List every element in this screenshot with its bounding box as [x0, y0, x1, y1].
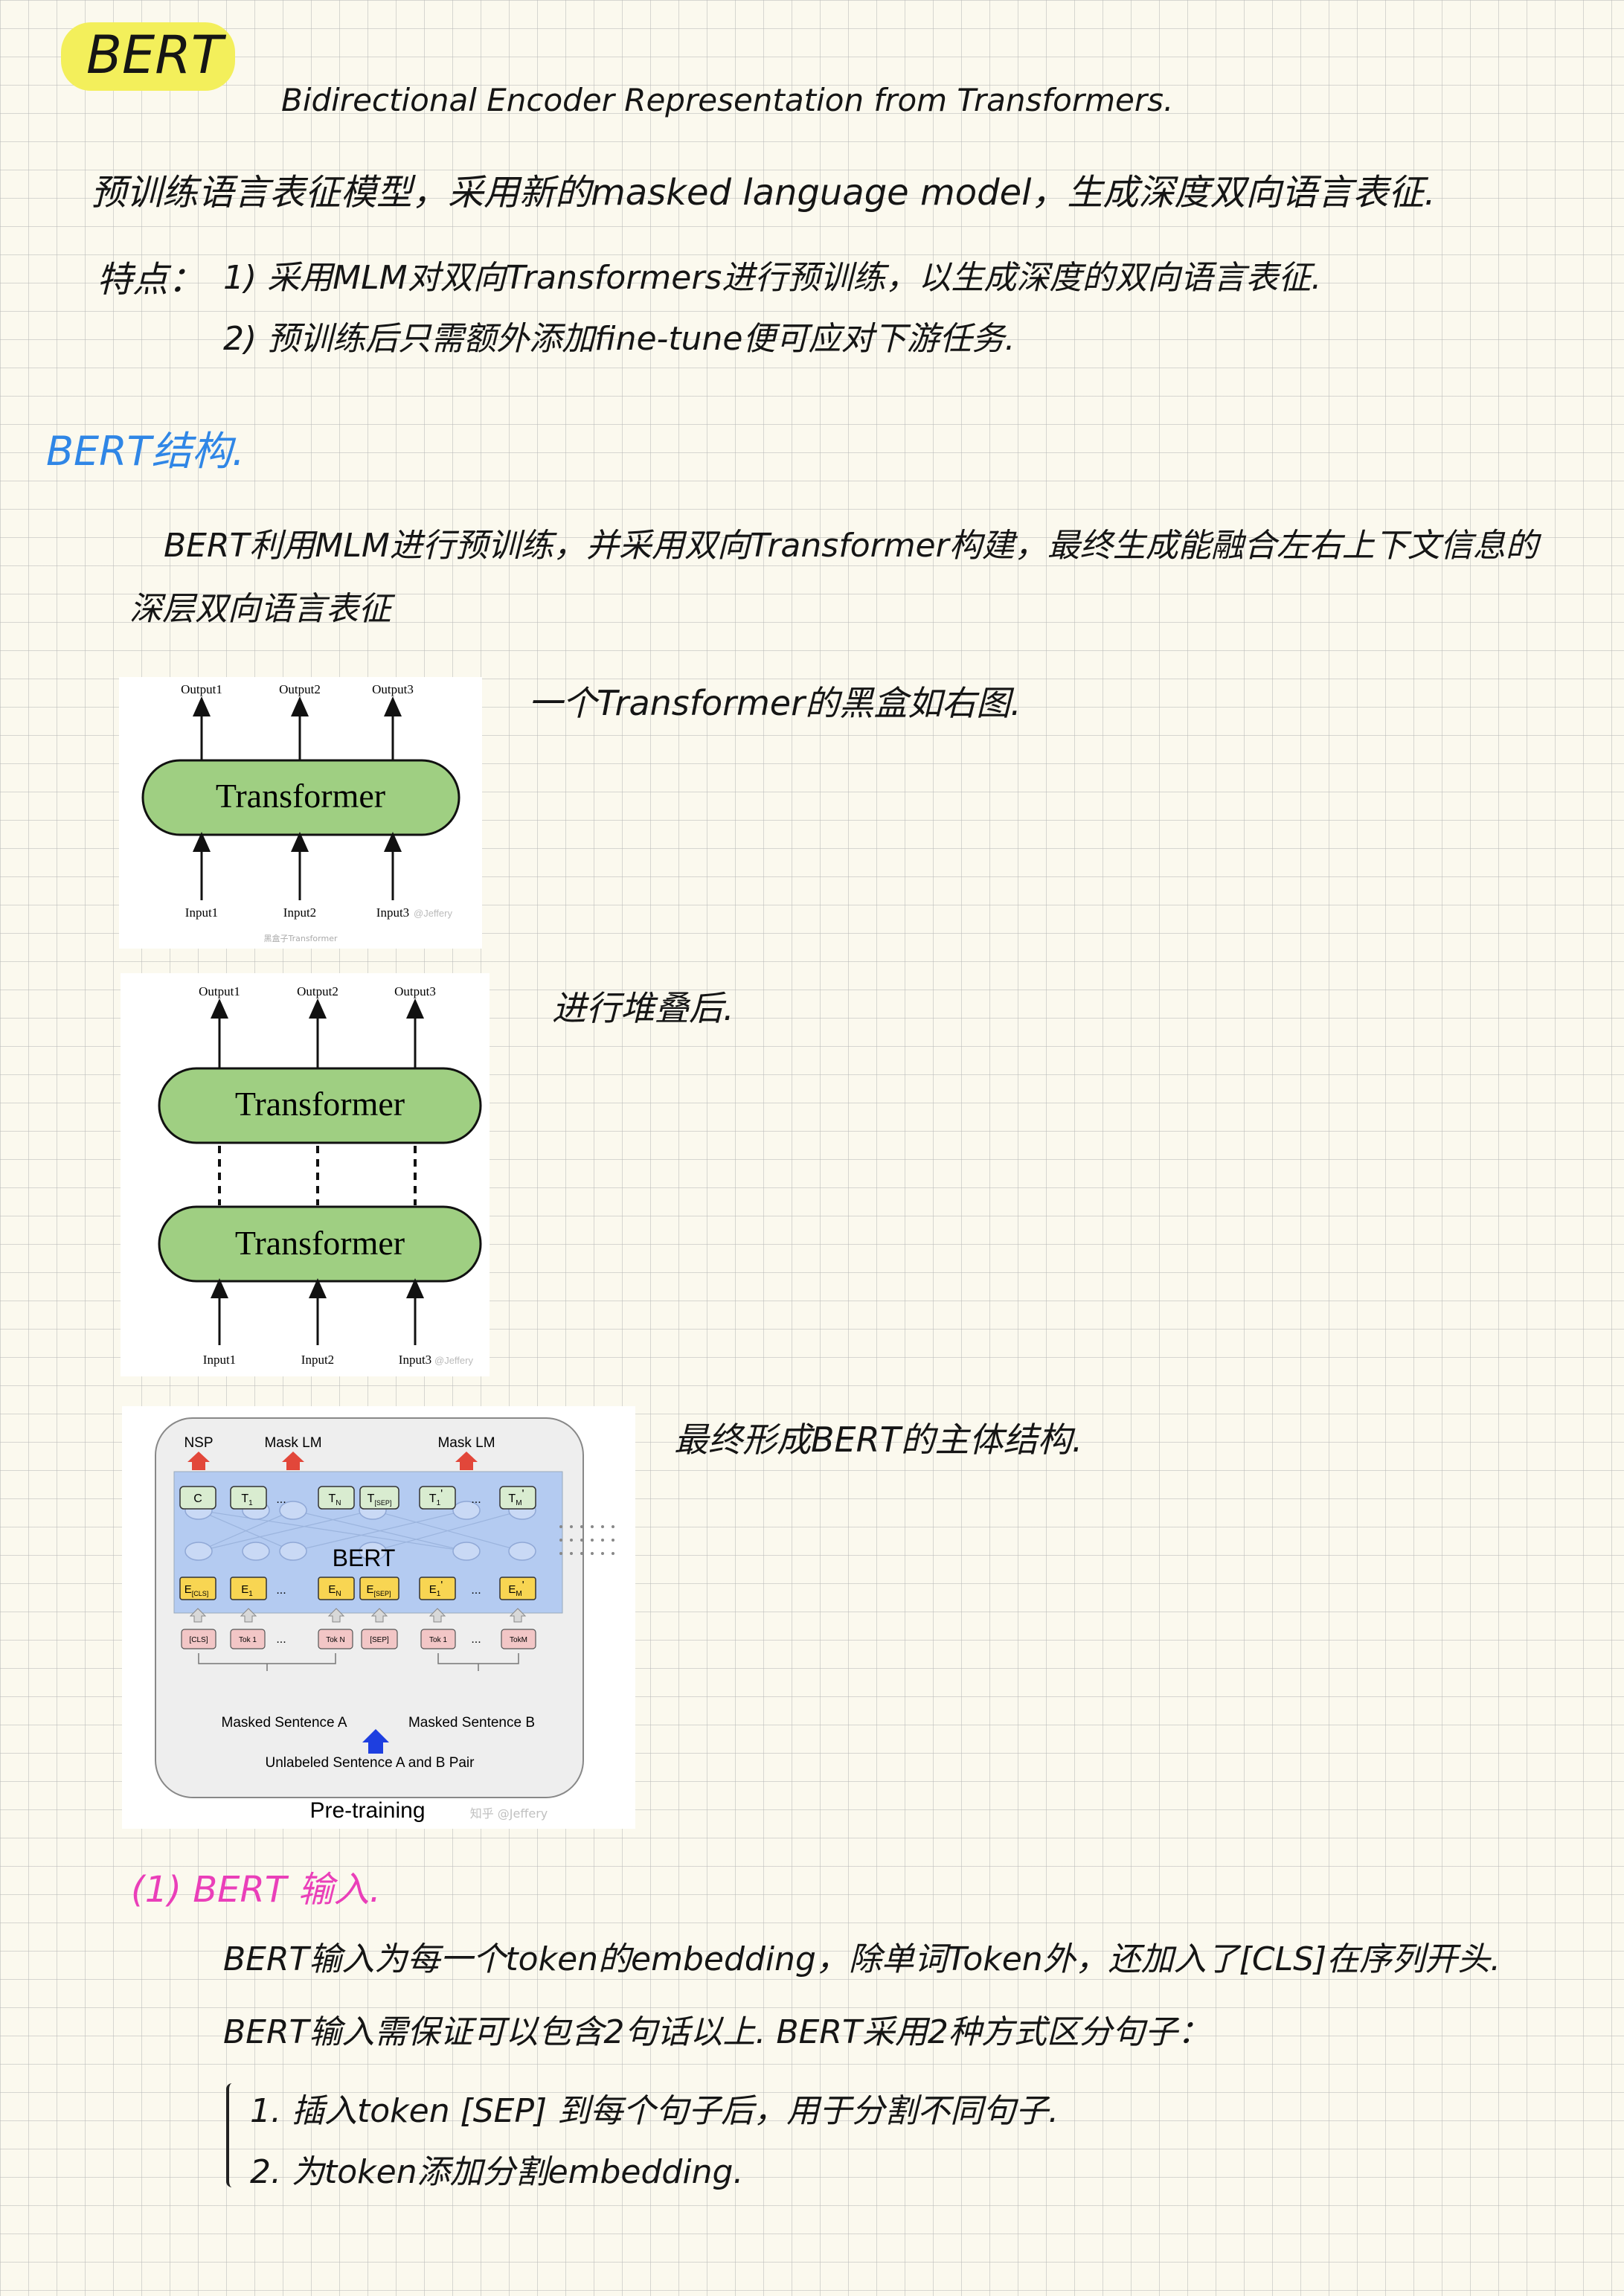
output-ellipsis-1: ...	[276, 1493, 286, 1506]
pair-arrow	[362, 1729, 389, 1754]
embedding-ellipsis-2: ...	[471, 1584, 481, 1597]
masked-sentence-b: Masked Sentence B	[408, 1715, 535, 1731]
feature-1: 1) 采用MLM对双向Transformers进行预训练，以生成深度的双向语言表…	[223, 259, 1322, 297]
features-label: 特点：	[97, 259, 205, 301]
structure-heading: BERT结构.	[46, 428, 245, 475]
mask-lm-label-1: Mask LM	[264, 1435, 321, 1451]
input-list-item-2: 2. 为token添加分割embedding.	[250, 2153, 744, 2191]
fig1-input-1: Input1	[185, 905, 218, 920]
svg-text:C: C	[193, 1492, 202, 1505]
title-highlight	[61, 22, 235, 91]
structure-paragraph-line1: BERT利用MLM进行预训练，并采用双向Transformer构建，最终生成能融…	[164, 527, 1538, 565]
output-ellipsis-2: ...	[471, 1493, 481, 1506]
sentence-pair-label: Unlabeled Sentence A and B Pair	[266, 1755, 475, 1771]
pretraining-footer: Pre-training	[309, 1798, 425, 1823]
fig1-output-3: Output3	[372, 682, 414, 696]
page-subtitle: Bidirectional Encoder Representation fro…	[281, 82, 1174, 118]
sentence-b-bracket	[437, 1653, 519, 1671]
fig2-output-2: Output2	[297, 984, 338, 998]
fig1-input-3: Input3	[376, 905, 409, 920]
stacked-transformer-note: 进行堆叠后.	[552, 988, 734, 1028]
svg-text:Tok 1: Tok 1	[239, 1636, 257, 1644]
fig3-watermark: 知乎 @Jeffery	[470, 1806, 548, 1821]
fig2-output-3: Output3	[394, 984, 436, 998]
fig2-input-2: Input2	[301, 1353, 334, 1367]
single-transformer-note: 一个Transformer的黑盒如右图.	[528, 683, 1021, 723]
input-token-labels: [CLS] Tok 1 Tok N [SEP] Tok 1 TokM	[189, 1636, 527, 1644]
svg-text:Tok N: Tok N	[326, 1636, 345, 1644]
embedding-ellipsis-1: ...	[276, 1584, 286, 1597]
page-title: BERT	[86, 25, 223, 86]
input-ellipsis-2: ...	[471, 1633, 481, 1646]
single-transformer-figure: Output1 Output2 Output3 Transformer Inpu…	[119, 677, 482, 949]
fig2-bottom-transformer-label: Transformer	[235, 1224, 405, 1262]
fig2-input-3: Input3	[399, 1353, 431, 1367]
stacked-transformer-figure: Output1 Output2 Output3 Transformer Tran…	[121, 973, 490, 1376]
svg-text:[CLS]: [CLS]	[189, 1636, 208, 1644]
list-brace	[226, 2083, 240, 2187]
continuation-dots	[559, 1525, 614, 1555]
mask-lm-label-2: Mask LM	[437, 1435, 495, 1451]
fig2-input-1: Input1	[203, 1353, 236, 1367]
input-list-item-1: 1. 插入token [SEP] 到每个句子后，用于分割不同句子.	[250, 2092, 1059, 2130]
input-section-heading: (1) BERT 输入.	[131, 1869, 381, 1911]
bert-network-lines	[198, 1510, 523, 1552]
fig1-transformer-label: Transformer	[216, 777, 385, 815]
input-line-2: BERT输入需保证可以包含2句话以上. BERT采用2种方式区分句子：	[223, 2013, 1210, 2051]
feature-2: 2) 预训练后只需额外添加fine-tune便可应对下游任务.	[223, 320, 1015, 358]
fig1-caption: 黑盒子Transformer	[263, 933, 337, 943]
input-token-row	[181, 1629, 536, 1649]
svg-text:TokM: TokM	[510, 1636, 527, 1644]
sentence-a-bracket	[198, 1653, 336, 1671]
fig1-output-1: Output1	[181, 682, 222, 696]
input-to-embedding-arrows	[189, 1608, 527, 1623]
mask-lm-arrow-1	[282, 1452, 304, 1470]
nsp-label: NSP	[184, 1435, 213, 1451]
fig1-watermark: @Jeffery	[414, 908, 452, 919]
output-token-row	[179, 1486, 536, 1510]
bert-model-label: BERT	[333, 1545, 396, 1571]
fig2-top-transformer-label: Transformer	[235, 1085, 405, 1123]
input-ellipsis-1: ...	[276, 1633, 286, 1646]
svg-text:[SEP]: [SEP]	[370, 1636, 389, 1644]
svg-text:Tok 1: Tok 1	[429, 1636, 447, 1644]
nsp-arrow	[187, 1452, 210, 1470]
fig1-output-2: Output2	[279, 682, 321, 696]
input-line-1: BERT输入为每一个token的embedding，除单词Token外，还加入了…	[223, 1940, 1501, 1978]
definition-text: 预训练语言表征模型，采用新的masked language model，生成深度…	[91, 172, 1436, 214]
fig1-input-2: Input2	[283, 905, 316, 920]
structure-paragraph-line2: 深层双向语言表征	[129, 590, 391, 628]
fig2-output-1: Output1	[199, 984, 240, 998]
fig2-watermark: @Jeffery	[434, 1355, 473, 1366]
masked-sentence-a: Masked Sentence A	[222, 1715, 347, 1731]
bert-structure-note: 最终形成BERT的主体结构.	[674, 1420, 1083, 1460]
mask-lm-arrow-2	[455, 1452, 478, 1470]
embedding-token-row	[179, 1577, 536, 1600]
fig2-top-transformer-block	[158, 1067, 482, 1144]
